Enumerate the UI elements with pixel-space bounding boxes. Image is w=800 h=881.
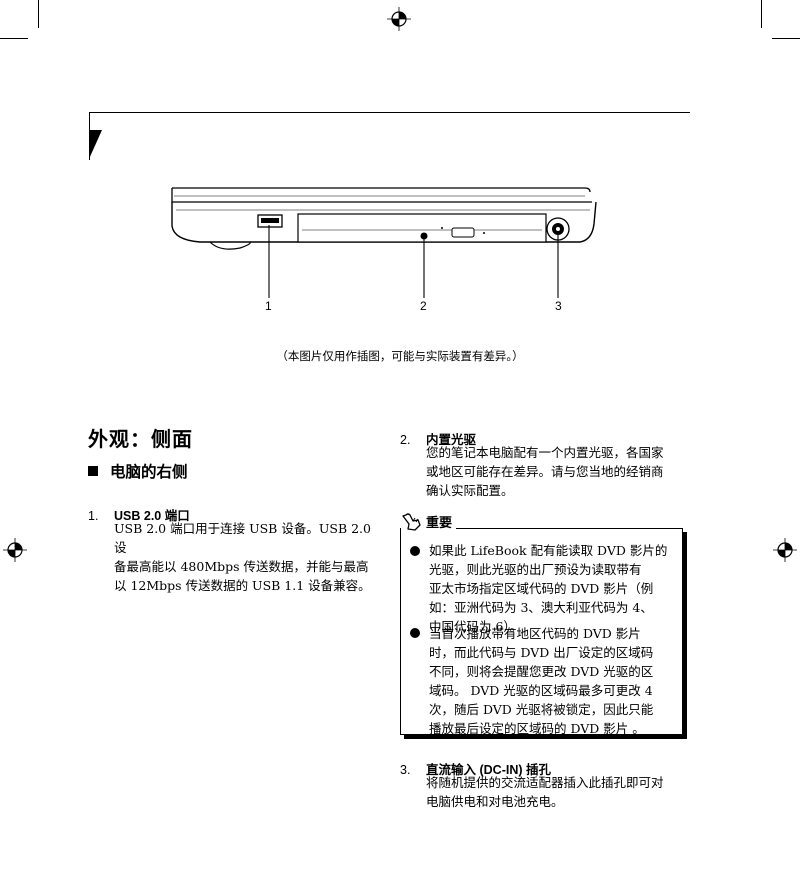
callout-1: 1 — [265, 299, 272, 313]
registration-mark-right — [773, 538, 797, 562]
crop-mark-top-left-h — [0, 38, 28, 39]
registration-mark-left — [3, 538, 27, 562]
item-3-title: 直流输入 (DC-IN) 插孔 — [426, 763, 551, 777]
important-bullet-2-line: 当首次播放带有地区代码的 DVD 影片 — [429, 626, 641, 641]
subsection-label: 电脑的右侧 — [110, 463, 188, 481]
important-label: 重要 — [426, 516, 453, 531]
item-2-line: 确认实际配置。 — [426, 483, 514, 498]
item-1-line: 备最高能以 480Mbps 传送数据，并能与最高 — [114, 559, 369, 574]
subsection-title: 电脑的右侧 — [88, 460, 188, 482]
important-bullet-1: 如果此 LifeBook 配有能读取 DVD 影片的 光驱，则此光驱的出厂预设为… — [429, 541, 679, 636]
item-2-number: 2. — [400, 433, 411, 447]
callout-3: 3 — [555, 299, 562, 313]
item-3-line: 将随机提供的交流适配器插入此插孔即可对 — [426, 775, 664, 790]
item-3-heading: 3. 直流输入 (DC-IN) 插孔 — [400, 759, 551, 778]
item-1-number: 1. — [88, 509, 99, 523]
square-bullet-icon — [88, 466, 98, 476]
item-2-line: 或地区可能存在差异。请与您当地的经销商 — [426, 464, 664, 479]
important-note-title: 重要 — [401, 512, 457, 532]
crop-mark-top-right-h — [772, 38, 800, 39]
important-bullet-1-line: 亚太市场指定区域代码的 DVD 影片（例 — [429, 581, 654, 596]
header-triangle — [89, 130, 102, 159]
item-2-line: 您的笔记本电脑配有一个内置光驱，各国家 — [426, 445, 664, 460]
pointing-hand-icon — [402, 513, 421, 531]
important-bullet-2-line: 次，随后 DVD 光驱将被锁定，因此只能 — [429, 702, 654, 717]
important-bullet-1-line: 光驱，则此光驱的出厂预设为读取带有 — [429, 562, 642, 577]
important-bullet-2-line: 时，而此代码与 DVD 出厂设定的区域码 — [429, 645, 654, 660]
callout-2: 2 — [420, 299, 427, 313]
item-3-body: 将随机提供的交流适配器插入此插孔即可对 电脑供电和对电池充电。 — [426, 773, 696, 811]
important-note-box — [400, 528, 683, 735]
crop-mark-top-left-v — [38, 0, 39, 28]
bullet-dot-icon — [410, 628, 420, 638]
section-title: 外观：侧面 — [88, 427, 193, 451]
laptop-right-side-illustration — [171, 187, 597, 298]
item-1-heading: 1. USB 2.0 端口 — [88, 505, 190, 524]
item-2-heading: 2. 内置光驱 — [400, 429, 476, 448]
bullet-dot-icon — [410, 546, 420, 556]
item-2-body: 您的笔记本电脑配有一个内置光驱，各国家 或地区可能存在差异。请与您当地的经销商 … — [426, 443, 696, 500]
figure-caption: （本图片仅用作插图，可能与实际装置有差异。） — [276, 349, 524, 363]
item-2-title: 内置光驱 — [426, 433, 477, 447]
important-bullet-2-line: 播放最后设定的区域码的 DVD 影片 。 — [429, 721, 645, 736]
registration-mark-top — [387, 7, 411, 31]
important-bullet-1-line: 中国代码为 6）。 — [429, 619, 523, 634]
crop-mark-top-right-v — [761, 0, 762, 28]
item-1-line: USB 2.0 端口用于连接 USB 设备。USB 2.0 设 — [114, 521, 371, 555]
item-3-line: 电脑供电和对电池充电。 — [426, 794, 564, 809]
important-bullet-1-line: 如果此 LifeBook 配有能读取 DVD 影片的 — [429, 543, 668, 558]
important-bullet-1-line: 如：亚洲代码为 3、澳大利亚代码为 4、 — [429, 600, 653, 615]
item-1-body: USB 2.0 端口用于连接 USB 设备。USB 2.0 设 备最高能以 48… — [114, 519, 384, 595]
header-rule — [90, 112, 690, 113]
important-bullet-2: 当首次播放带有地区代码的 DVD 影片 时，而此代码与 DVD 出厂设定的区域码… — [429, 624, 679, 738]
item-1-title: USB 2.0 端口 — [114, 509, 190, 523]
item-1-line: 以 12Mbps 传送数据的 USB 1.1 设备兼容。 — [114, 578, 371, 593]
important-bullet-2-line: 不同，则将会提醒您更改 DVD 光驱的区 — [429, 664, 654, 679]
item-3-number: 3. — [400, 763, 411, 777]
important-bullet-2-line: 域码。 DVD 光驱的区域码最多可更改 4 — [429, 683, 653, 698]
